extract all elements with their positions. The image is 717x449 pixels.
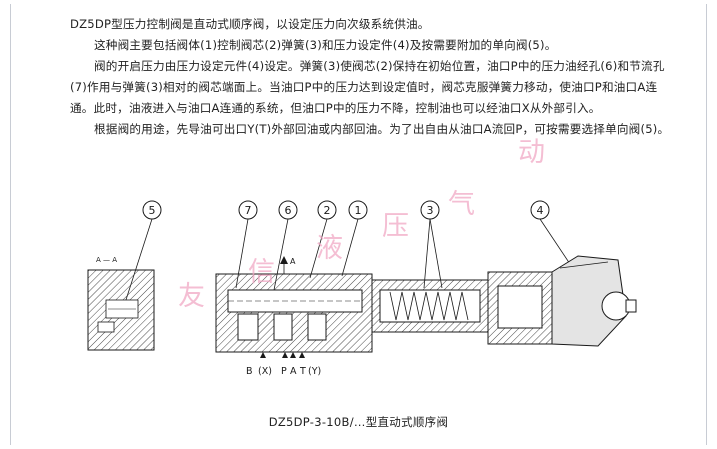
- port-x: (X): [258, 366, 272, 377]
- paragraph-3: 阀的开启压力由压力设定元件(4)设定。弹簧(3)使阀芯(2)保持在初始位置，油口…: [70, 59, 665, 115]
- paragraph-2: 这种阀主要包括阀体(1)控制阀芯(2)弹簧(3)和压力设定件(4)及按需要附加的…: [94, 38, 557, 52]
- port-a: A: [290, 366, 297, 377]
- section-view-a-a: A — A: [87, 256, 155, 351]
- spring-housing: [371, 279, 489, 333]
- figure-caption: DZ5DP-3-10B/…型直动式顺序阀: [268, 415, 449, 429]
- page-frame: [10, 4, 707, 445]
- port-arrows: [260, 352, 305, 358]
- valve-body: [215, 273, 373, 353]
- watermark-char-5: 气: [448, 189, 475, 220]
- paragraph-4: 根据阀的用途，先导油可出口Y(T)外部回油或内部回油。为了出自由从油口A流回P，…: [94, 122, 670, 136]
- callout-7: 7: [245, 204, 252, 217]
- watermark-char-1: 友: [178, 281, 205, 312]
- port-t: T: [299, 366, 306, 377]
- watermark-char-4: 压: [382, 211, 409, 242]
- callout-6: 6: [285, 204, 292, 217]
- pressure-adjuster: [487, 255, 637, 347]
- port-p: P: [281, 366, 287, 377]
- callout-1: 1: [355, 204, 362, 217]
- watermark-char-3: 液: [316, 233, 343, 264]
- arrow-label: A: [290, 257, 296, 266]
- flow-arrow: A: [280, 256, 296, 274]
- port-y: (Y): [308, 366, 321, 377]
- callout-2: 2: [324, 204, 331, 217]
- callout-3: 3: [427, 204, 434, 217]
- paragraph-1: DZ5DP型压力控制阀是直动式顺序阀，以设定压力向次级系统供油。: [70, 17, 430, 31]
- section-label: A — A: [96, 256, 117, 264]
- callout-4: 4: [537, 204, 544, 217]
- callout-circles: [142, 200, 550, 220]
- watermark-char-6: 动: [518, 137, 545, 168]
- watermark-char-2: 信: [248, 257, 275, 288]
- port-b: B: [246, 366, 253, 377]
- valve-section-drawing: 5 7 6 2 1 3 4 A — A: [87, 200, 637, 377]
- callout-5: 5: [149, 204, 156, 217]
- description-text: DZ5DP型压力控制阀是直动式顺序阀，以设定压力向次级系统供油。 这种阀主要包括…: [70, 14, 670, 140]
